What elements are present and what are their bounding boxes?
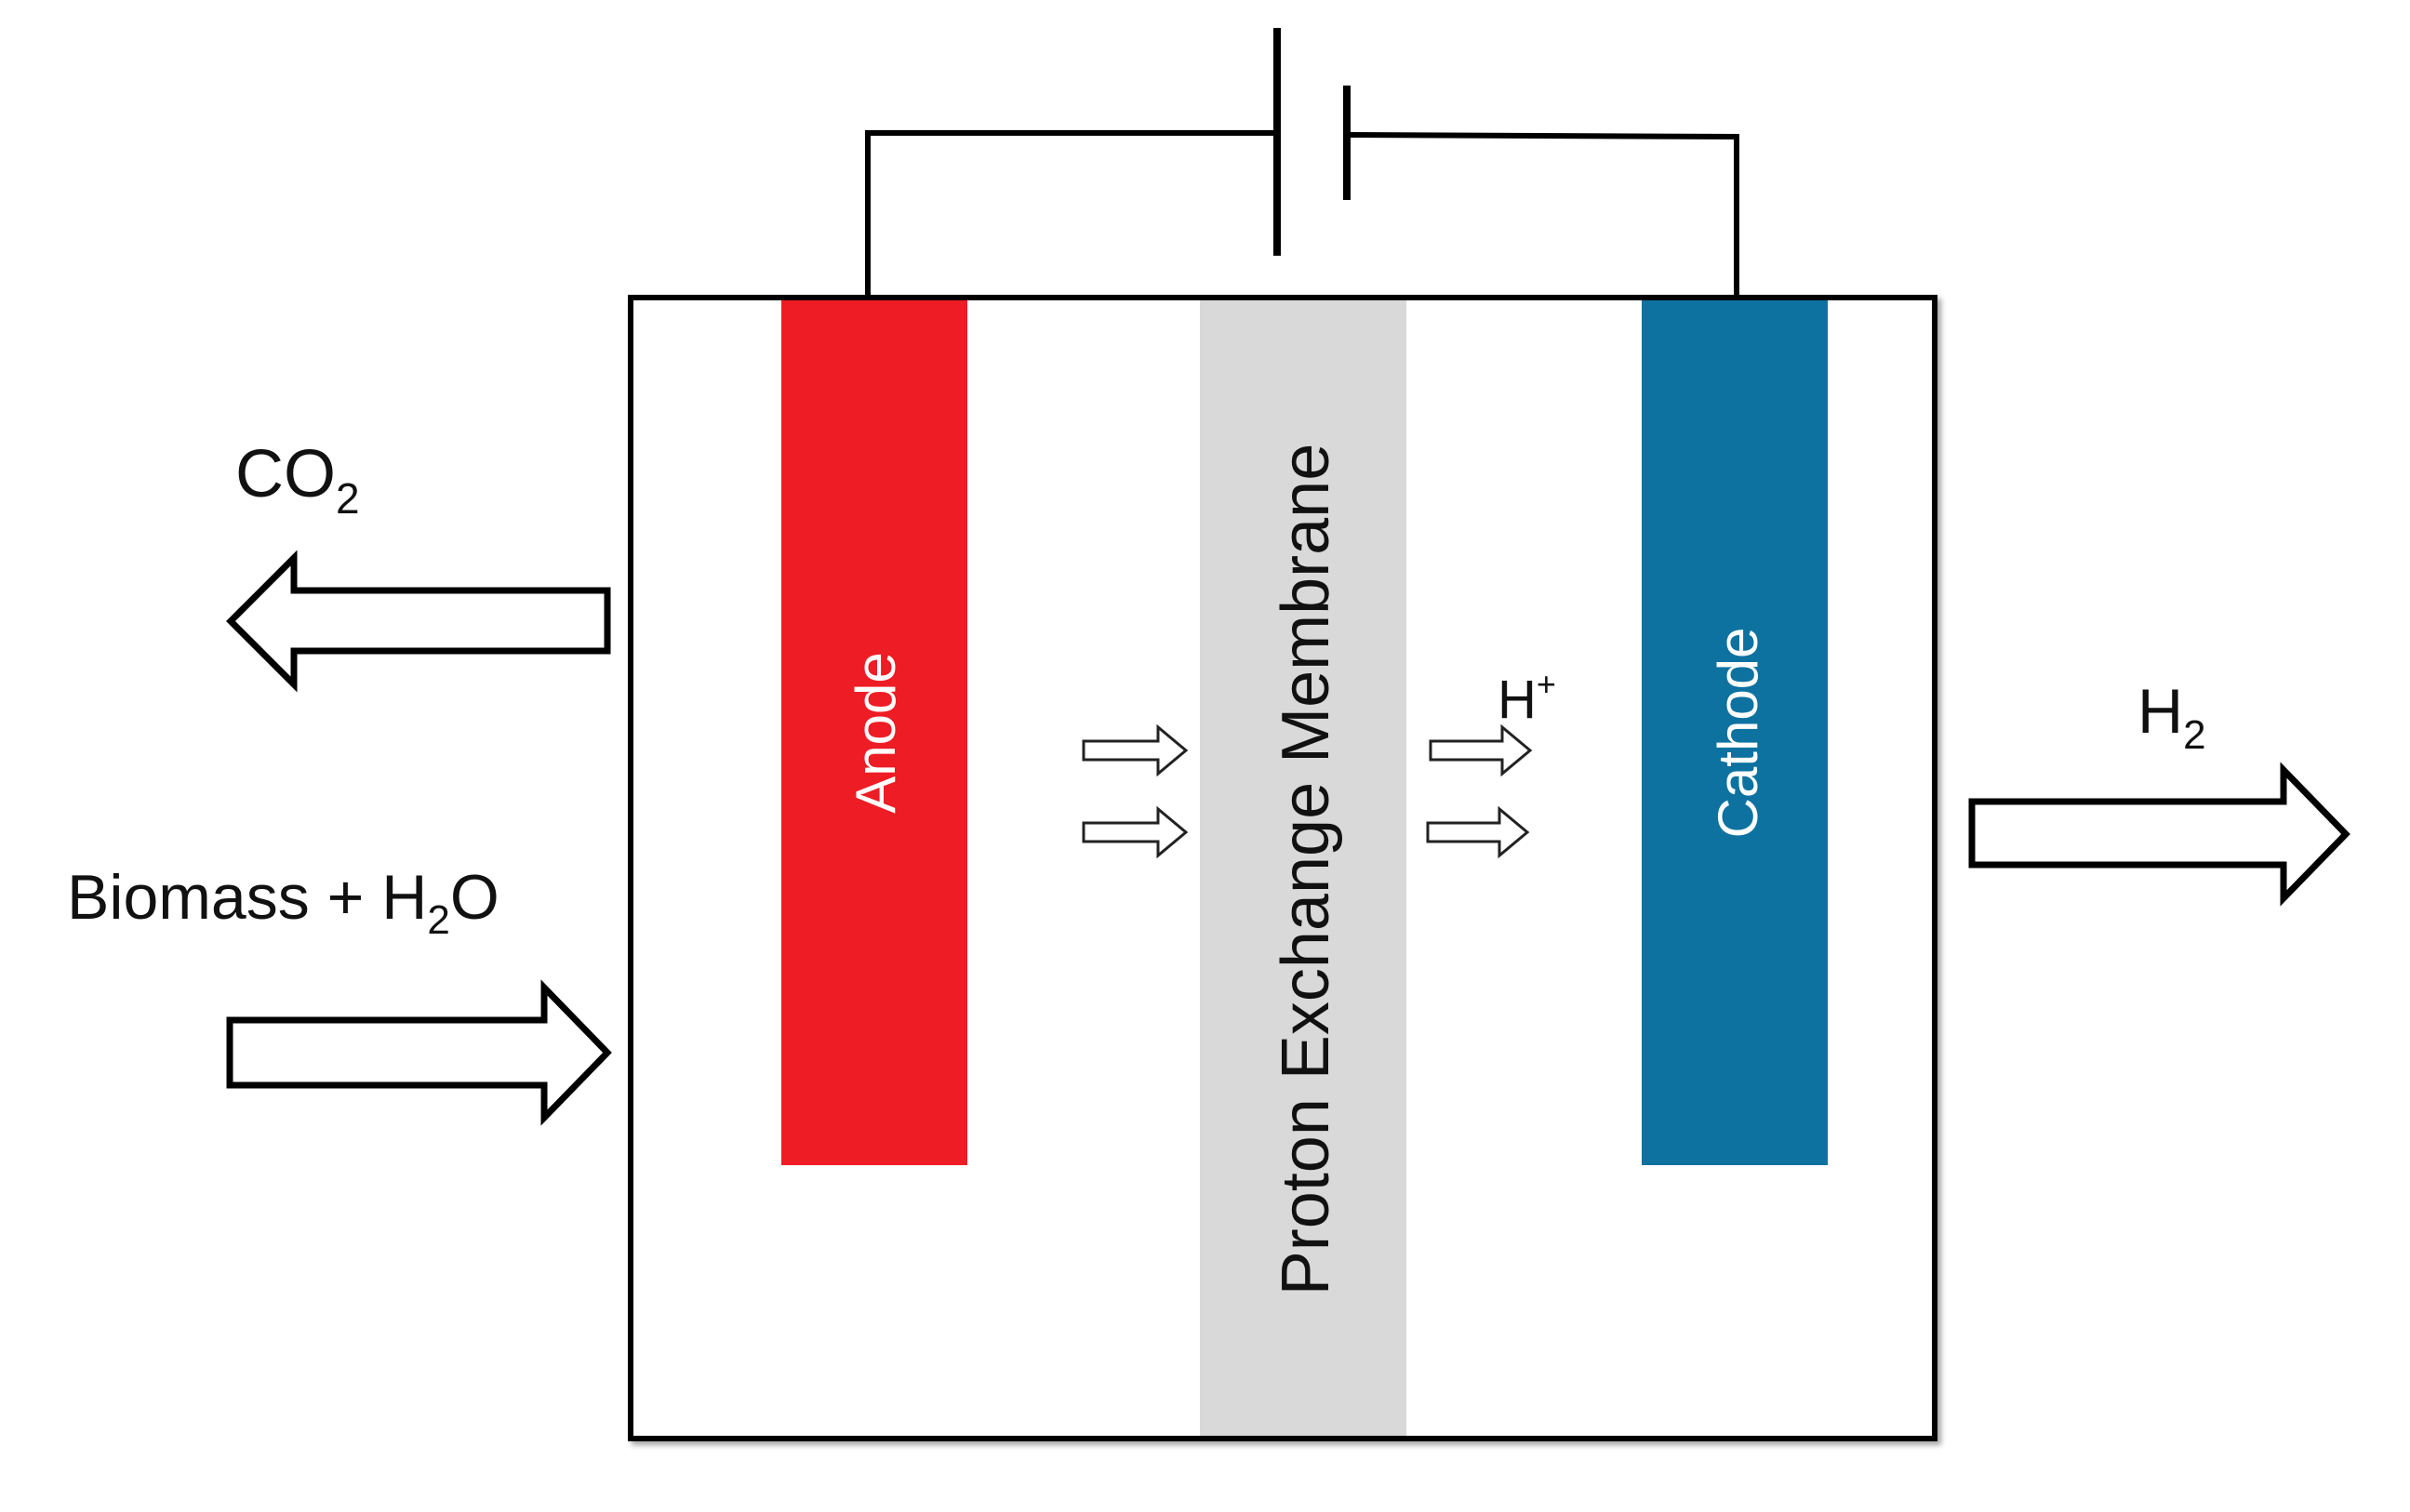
large-arrows (226, 550, 2350, 1126)
external-circuit (865, 130, 1739, 295)
anode-label: Anode (845, 652, 907, 814)
biomass-label: Biomass + H2O (67, 862, 499, 943)
biomass-arrow-icon (226, 979, 612, 1126)
anode-electrode (781, 300, 967, 1165)
co2-label-main: CO (235, 437, 336, 511)
h2-label: H2 (2137, 676, 2206, 758)
proton-label-main: H (1498, 670, 1537, 730)
biomass-label-pre: Biomass + H (67, 862, 427, 933)
h2-label-main: H (2137, 676, 2183, 747)
cathode-wire (1346, 132, 1739, 295)
co2-label: CO2 (235, 437, 360, 523)
battery-symbol-icon (1273, 28, 1351, 256)
small-arrow-icon (1082, 805, 1189, 859)
proton-label-sup: + (1537, 665, 1556, 703)
cathode-label: Cathode (1707, 628, 1769, 839)
membrane-label: Proton Exchange Membrane (1269, 444, 1343, 1296)
co2-arrow-icon (226, 550, 611, 693)
small-arrow-icon (1082, 723, 1189, 777)
small-arrow-icon (1426, 805, 1530, 859)
proton-label: H+ (1498, 665, 1556, 730)
biomass-label-post: O (450, 862, 499, 933)
small-arrow-icon (1429, 723, 1533, 777)
h2-label-sub: 2 (2183, 712, 2205, 758)
anode-wire (865, 130, 1277, 295)
co2-label-sub: 2 (336, 474, 360, 523)
proton-exchange-membrane (1200, 300, 1406, 1436)
proton-arrows (1082, 723, 1533, 859)
h2-arrow-icon (1968, 762, 2350, 907)
cathode-electrode (1642, 300, 1828, 1165)
biomass-label-sub: 2 (427, 897, 449, 943)
